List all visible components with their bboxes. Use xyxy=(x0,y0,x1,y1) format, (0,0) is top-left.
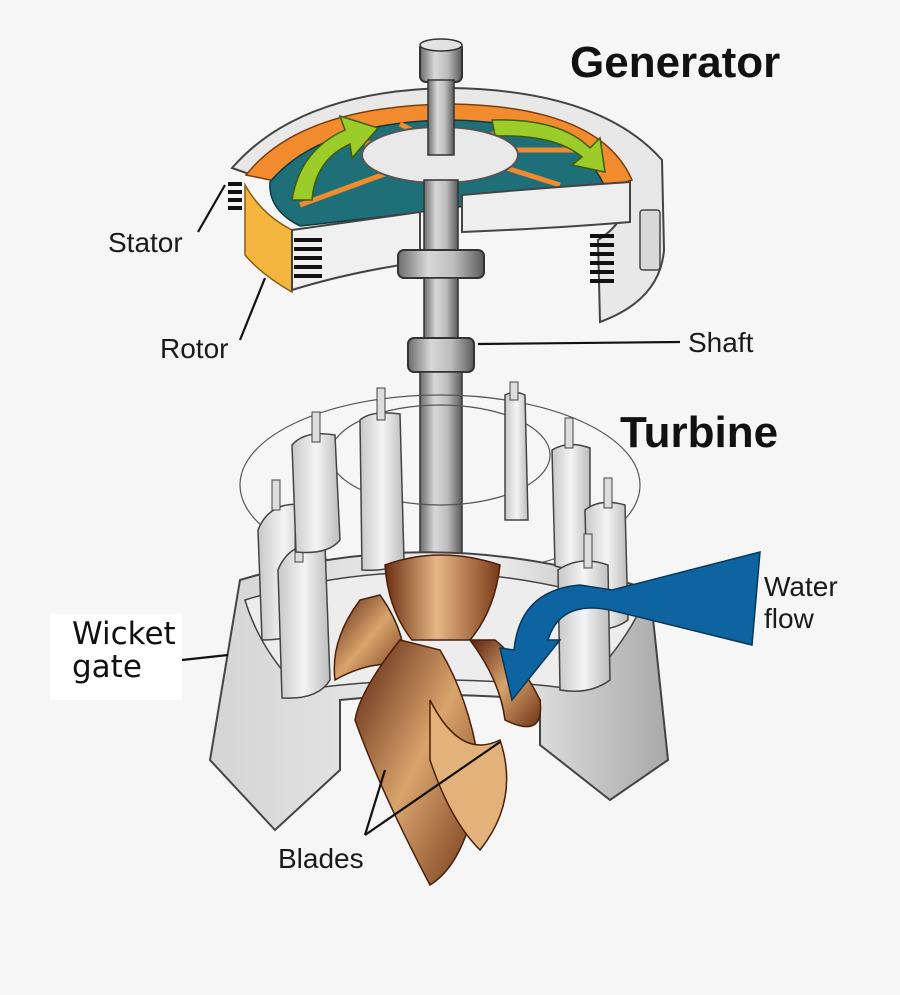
leader-lines xyxy=(181,184,681,836)
runner-blades xyxy=(333,594,542,887)
wicket-gate-label-line2: gate xyxy=(72,649,142,685)
rotation-arrow-right-icon xyxy=(491,119,606,173)
turbine-assembly xyxy=(208,381,761,887)
shaft-collar-upper xyxy=(397,249,485,279)
rotor-panel-right xyxy=(461,180,631,234)
shaft-collar-lower xyxy=(407,337,475,373)
wicket-gate-label: Wicket gate xyxy=(72,618,176,684)
stator-window xyxy=(639,209,661,271)
rotor-label: Rotor xyxy=(160,333,228,364)
water-flow-label-line1: Water xyxy=(764,571,838,602)
blades-leader-b xyxy=(364,741,501,836)
stator-label: Stator xyxy=(108,227,183,258)
stator-coils-right xyxy=(590,234,614,283)
turbine-heading: Turbine xyxy=(620,408,778,457)
wicket-gate-label-line1: Wicket xyxy=(72,616,176,652)
rotor-coils-front xyxy=(294,238,322,278)
blade-lower xyxy=(429,699,508,852)
shaft-lower xyxy=(423,277,459,339)
shaft-leader xyxy=(477,340,681,346)
stator-leader xyxy=(197,184,226,233)
wicket-gate-label-box xyxy=(50,614,182,700)
stator-coils-left xyxy=(228,182,242,210)
rotor-leader xyxy=(238,277,267,341)
blades-label: Blades xyxy=(278,843,364,874)
wicket-gate-leader xyxy=(181,653,229,662)
rotation-arrow-left-icon xyxy=(291,114,380,201)
runner-hub xyxy=(384,554,501,641)
water-flow-label-line2: flow xyxy=(764,603,815,634)
shaft-upper xyxy=(427,79,455,156)
generator-heading: Generator xyxy=(570,38,780,87)
blade-front xyxy=(354,639,481,887)
water-flow-arrow-icon xyxy=(499,551,761,702)
blades-leader-a xyxy=(363,769,387,836)
shaft-label: Shaft xyxy=(688,327,754,358)
shaft-middle xyxy=(423,179,459,251)
